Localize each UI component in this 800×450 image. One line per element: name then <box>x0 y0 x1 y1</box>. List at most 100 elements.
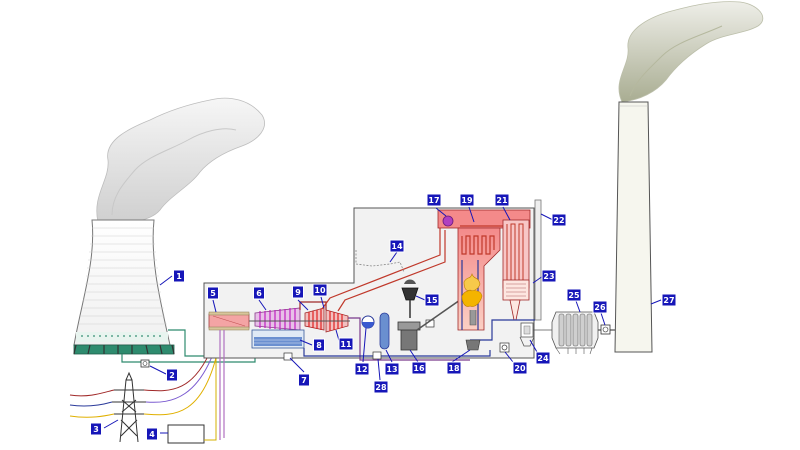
callout-25: 25 <box>566 288 582 302</box>
callout-box <box>338 337 354 351</box>
callout-number: 18 <box>448 364 460 373</box>
callout-box <box>389 239 405 253</box>
callout-5: 5 <box>207 286 219 300</box>
callout-box <box>354 362 370 376</box>
cooling-tower <box>73 219 175 355</box>
callout-22: 22 <box>551 213 567 227</box>
callout-number: 12 <box>356 365 367 374</box>
intermediate-pressure-turbine <box>304 307 325 331</box>
callout-number: 27 <box>663 296 674 305</box>
callout-number: 2 <box>169 371 175 380</box>
callout-12: 12 <box>354 362 370 376</box>
callout-box <box>373 380 389 394</box>
cooling-tower-steam <box>96 97 265 224</box>
callout-4: 4 <box>146 427 158 441</box>
callout-number: 24 <box>537 354 549 363</box>
callout-number: 23 <box>543 272 554 281</box>
callout-number: 8 <box>316 341 322 350</box>
induced-draft-fan <box>598 324 616 335</box>
electrostatic-precipitator <box>551 311 599 355</box>
callout-number: 20 <box>514 364 526 373</box>
callout-box <box>298 373 310 387</box>
feed-pumps <box>283 319 510 361</box>
callout-24: 24 <box>535 351 551 365</box>
coal-conveyor <box>355 250 405 273</box>
callout-number: 11 <box>340 340 352 349</box>
chimney-smoke <box>618 1 764 103</box>
callout-box <box>592 300 608 314</box>
feedwater-heater <box>379 312 390 350</box>
coal-hopper <box>401 279 419 318</box>
callout-box <box>411 361 427 375</box>
callout-1: 1 <box>173 269 185 283</box>
callout-number: 14 <box>391 242 403 251</box>
callout-19: 19 <box>459 193 475 207</box>
callout-number: 7 <box>301 376 307 385</box>
callout-2: 2 <box>166 368 178 382</box>
callout-number: 4 <box>149 430 155 439</box>
callout-26: 26 <box>592 300 608 314</box>
pulverizer <box>397 299 461 351</box>
ash-hopper <box>465 339 481 351</box>
callout-18: 18 <box>446 361 462 375</box>
callout-box <box>146 427 158 441</box>
callout-box <box>426 193 442 207</box>
callout-number: 22 <box>553 216 564 225</box>
callout-11: 11 <box>338 337 354 351</box>
callout-number: 10 <box>314 286 326 295</box>
callout-box <box>312 283 328 297</box>
callout-number: 9 <box>295 288 301 297</box>
callout-box <box>446 361 462 375</box>
callout-number: 6 <box>256 289 262 298</box>
condenser <box>251 329 305 349</box>
callout-box <box>459 193 475 207</box>
callout-box <box>173 269 185 283</box>
callout-7: 7 <box>298 373 310 387</box>
callout-14: 14 <box>389 239 405 253</box>
callout-number: 28 <box>375 383 387 392</box>
callout-box <box>90 422 102 436</box>
callout-16: 16 <box>411 361 427 375</box>
superheater <box>502 219 530 289</box>
callout-number: 19 <box>461 196 473 205</box>
callout-8: 8 <box>313 338 325 352</box>
burner-flames <box>461 273 483 326</box>
callout-23: 23 <box>541 269 557 283</box>
callout-number: 17 <box>428 196 439 205</box>
callout-number: 21 <box>496 196 508 205</box>
air-intake-duct <box>470 199 542 341</box>
callout-21: 21 <box>494 193 510 207</box>
callout-number: 13 <box>386 365 397 374</box>
callout-box <box>535 351 551 365</box>
callout-17: 17 <box>426 193 442 207</box>
callout-number: 5 <box>210 289 216 298</box>
transmission-tower <box>112 371 146 443</box>
callout-box <box>551 213 567 227</box>
callout-20: 20 <box>512 361 528 375</box>
callout-6: 6 <box>253 286 265 300</box>
callout-3: 3 <box>90 422 102 436</box>
callout-number: 3 <box>93 425 99 434</box>
callout-box <box>512 361 528 375</box>
low-pressure-turbine <box>254 307 301 331</box>
callout-13: 13 <box>384 362 400 376</box>
callout-box <box>566 288 582 302</box>
transformer <box>167 342 217 444</box>
steam-drum <box>442 215 454 227</box>
steam-lines <box>219 228 491 440</box>
callout-9: 9 <box>292 285 304 299</box>
generator <box>208 311 250 331</box>
callout-box <box>661 293 677 307</box>
callout-number: 16 <box>413 364 425 373</box>
chimney <box>614 101 653 353</box>
callout-box <box>166 368 178 382</box>
callout-box <box>292 285 304 299</box>
callout-box <box>207 286 219 300</box>
callout-number: 25 <box>568 291 580 300</box>
callout-number: 1 <box>176 272 182 281</box>
callout-box <box>384 362 400 376</box>
deaerator <box>361 315 375 329</box>
callout-number: 26 <box>594 303 606 312</box>
